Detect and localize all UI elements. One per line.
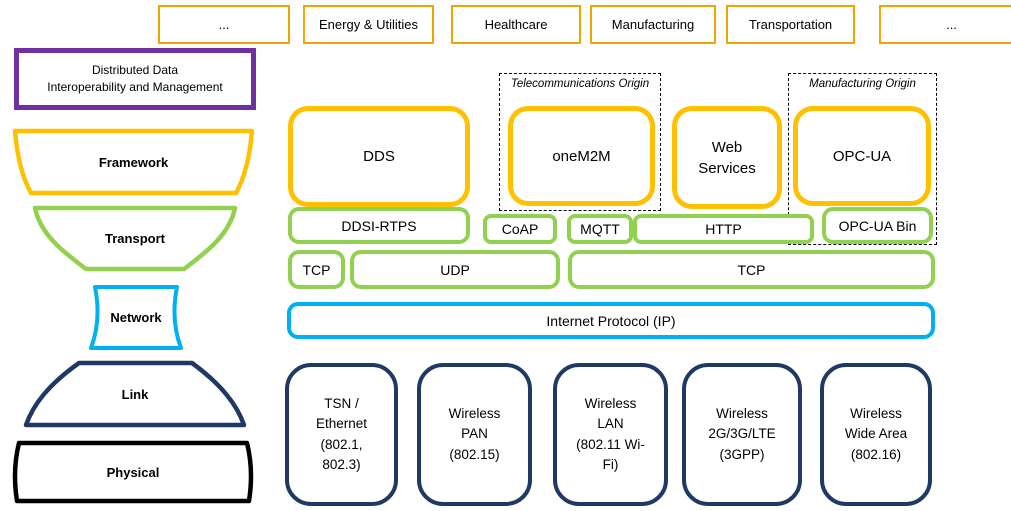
http-box: HTTP (633, 214, 814, 244)
mqtt-box: MQTT (567, 214, 633, 244)
opc-ua-box: OPC-UA (793, 106, 931, 206)
framework-label: Framework (98, 154, 169, 170)
wireless-cellular-box: Wireless 2G/3G/LTE (3GPP) (682, 363, 802, 506)
coap-box: CoAP (483, 214, 557, 244)
link-label: Link (121, 386, 149, 402)
distributed-data-management-box: Distributed Data Interoperability and Ma… (14, 48, 256, 110)
sector-box-energy-utilities: Energy & Utilities (303, 5, 434, 44)
ddsi-rtps-box: DDSI-RTPS (288, 207, 470, 244)
dds-box: DDS (288, 106, 470, 207)
sector-box-manufacturing: Manufacturing (590, 5, 716, 44)
wireless-pan-box: Wireless PAN (802.15) (417, 363, 532, 506)
sector-box-healthcare: Healthcare (451, 5, 581, 44)
transport-label: Transport (105, 231, 165, 246)
transport-layer-shape: Transport (32, 205, 238, 272)
framework-funnel-icon (12, 128, 255, 196)
manufacturing-origin-group: Manufacturing Origin (788, 73, 937, 245)
sector-box-transportation: Transportation (726, 5, 855, 44)
udp-box: UDP (350, 250, 560, 289)
wireless-wide-area-box: Wireless Wide Area (802.16) (820, 363, 932, 506)
wireless-lan-box: Wireless LAN (802.11 Wi- Fi) (553, 363, 668, 506)
physical-layer-shape: Physical (12, 440, 254, 504)
physical-label: Physical (106, 464, 160, 480)
sector-box-ellipsis-right: ... (879, 5, 1011, 44)
network-pinch-icon (89, 285, 183, 350)
physical-barrel-icon (12, 440, 254, 504)
transport-funnel-icon (32, 205, 238, 272)
opc-ua-bin-box: OPC-UA Bin (822, 207, 933, 244)
network-layer-shape: Network (88, 285, 184, 350)
link-trapezoid-icon (23, 360, 247, 428)
framework-layer-shape: Framework (12, 128, 255, 196)
link-layer-shape: Link (23, 360, 247, 428)
onem2m-box: oneM2M (508, 106, 655, 206)
tcp-left-box: TCP (288, 250, 345, 289)
tcp-right-box: TCP (568, 250, 935, 289)
sector-box-ellipsis-left: ... (158, 5, 290, 44)
tsn-ethernet-box: TSN / Ethernet (802.1, 802.3) (285, 363, 398, 506)
internet-protocol-box: Internet Protocol (IP) (287, 302, 935, 339)
web-services-box: Web Services (672, 106, 782, 209)
telecom-origin-group: Telecommunications Origin (499, 73, 661, 211)
network-label: Network (110, 310, 162, 325)
